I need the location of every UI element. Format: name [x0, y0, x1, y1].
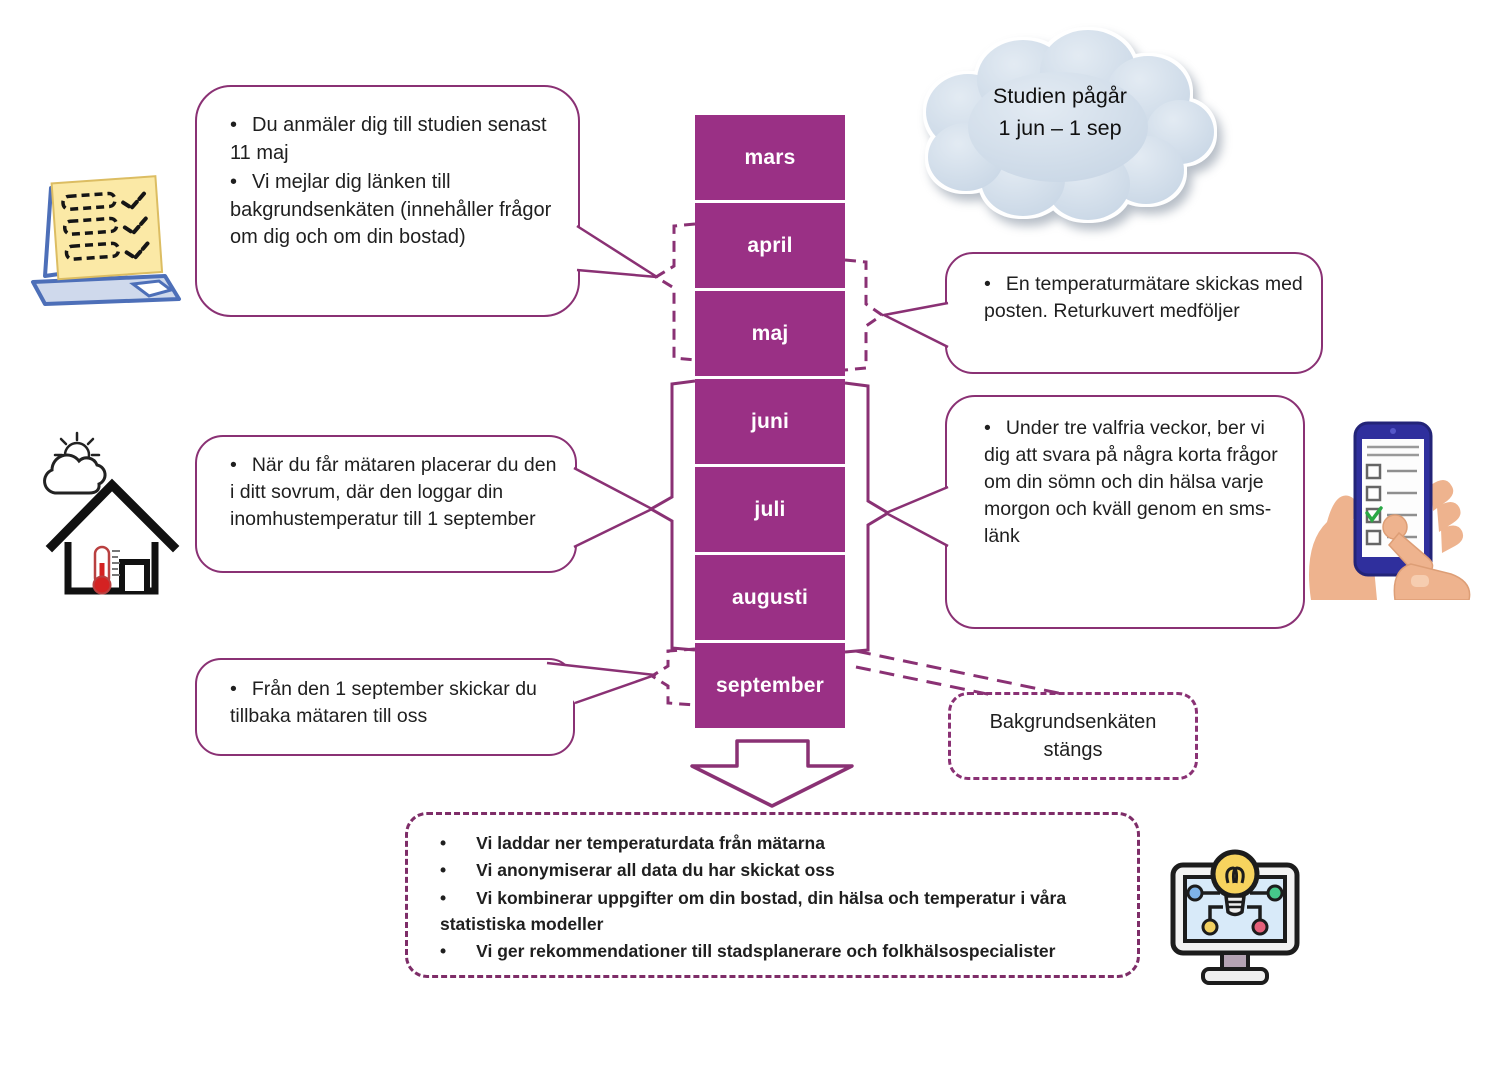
bullet-dot: •	[984, 273, 991, 295]
cloud-text: Studien pågår 1 jun – 1 sep	[898, 80, 1222, 145]
list-item: •Vi mejlar dig länken till bakgrundsenkä…	[217, 169, 564, 252]
hands-phone-checklist-icon	[1309, 421, 1471, 600]
month-box-mars: mars	[695, 115, 845, 200]
bullet-dot: •	[440, 833, 447, 853]
callout-survey-closes: Bakgrundsenkäten stängs	[948, 692, 1198, 780]
callout-sms-text: Under tre valfria veckor, ber vi dig att…	[984, 417, 1278, 547]
month-label: maj	[751, 321, 789, 345]
callout-placement-text: När du får mätaren placerar du den i dit…	[230, 454, 557, 530]
month-label: april	[747, 233, 793, 257]
list-item: •Från den 1 september skickar du tillbak…	[217, 676, 563, 730]
month-box-augusti: augusti	[695, 555, 845, 640]
month-box-juni: juni	[695, 379, 845, 464]
month-box-september: september	[695, 643, 845, 728]
list-item: •En temperaturmätare skickas med posten.…	[971, 271, 1309, 325]
bullet-dot: •	[440, 887, 447, 908]
connector-meter-tail	[882, 301, 949, 349]
callout-signup-text-1: Du anmäler dig till studien senast 11 ma…	[230, 114, 547, 164]
callout-meter-text: En temperaturmätare skickas med posten. …	[984, 273, 1303, 322]
process-item-4: Vi ger rekommendationer till stadsplaner…	[476, 941, 1056, 961]
callout-return-text: Från den 1 september skickar du tillbaka…	[230, 678, 537, 727]
list-item: •Under tre valfria veckor, ber vi dig at…	[971, 415, 1291, 550]
down-arrow	[690, 739, 854, 808]
list-item: •Vi kombinerar uppgifter om din bostad, …	[422, 885, 1119, 938]
list-item: • Vi laddar ner temperaturdata från mätar…	[422, 830, 1119, 856]
bullet-dot: •	[230, 114, 238, 136]
connector-sms-tail	[884, 485, 949, 548]
month-label: juni	[750, 409, 790, 433]
process-item-3: Vi kombinerar uppgifter om din bostad, d…	[440, 887, 1067, 934]
list-item: •Du anmäler dig till studien senast 11 m…	[217, 112, 564, 167]
month-box-maj: maj	[695, 291, 845, 376]
cloud-line-2: 1 jun – 1 sep	[998, 116, 1122, 141]
monitor-idea-icon	[1170, 849, 1300, 985]
month-box-juli: juli	[695, 467, 845, 552]
month-label: juli	[754, 497, 786, 521]
bracket-april-maj-right	[844, 258, 885, 372]
house-thermometer-icon	[43, 431, 180, 595]
month-label: augusti	[731, 585, 809, 609]
cloud-shape: Studien pågår 1 jun – 1 sep	[898, 22, 1222, 228]
callout-sms-questions: •Under tre valfria veckor, ber vi dig at…	[945, 395, 1305, 629]
bullet-dot: •	[230, 171, 238, 194]
laptop-checklist-icon	[31, 175, 181, 306]
bullet-dot: •	[440, 860, 447, 881]
bracket-april-maj-left	[653, 222, 696, 362]
process-summary-box: • Vi laddar ner temperaturdata från mätar…	[405, 812, 1140, 978]
cloud-bumps	[926, 30, 1214, 220]
bullet-dot: •	[230, 678, 237, 700]
callout-temperature-meter: •En temperaturmätare skickas med posten.…	[945, 252, 1323, 374]
list-item: • Vi ger rekommendationer till stadsplane…	[422, 938, 1119, 964]
month-box-april: april	[695, 203, 845, 288]
month-column: mars april maj juni juli augusti septemb…	[695, 115, 845, 731]
survey-close-text: Bakgrundsenkäten stängs	[989, 711, 1157, 761]
month-label: mars	[744, 145, 796, 169]
callout-meter-placement: •När du får mätaren placerar du den i di…	[195, 435, 577, 573]
cloud-line-1: Studien pågår	[993, 84, 1127, 108]
list-item: •När du får mätaren placerar du den i di…	[217, 452, 565, 533]
callout-signup-text-2: Vi mejlar dig länken till bakgrundsenkät…	[230, 171, 552, 249]
callout-signup: •Du anmäler dig till studien senast 11 m…	[195, 85, 580, 317]
bracket-juni-augusti-right	[844, 381, 891, 654]
connector-placement-tail	[573, 466, 654, 549]
month-label: september	[715, 673, 824, 697]
callout-return-meter: •Från den 1 september skickar du tillbak…	[195, 658, 575, 756]
process-item-2: Vi anonymiserar all data du har skickat …	[476, 860, 835, 881]
connector-survey-close-line-1	[855, 649, 1064, 696]
list-item: • Vi anonymiserar all data du har skickat…	[422, 857, 1119, 883]
process-item-1: Vi laddar ner temperaturdata från mätarn…	[476, 833, 825, 853]
connector-signup-tail	[576, 224, 659, 279]
bullet-dot: •	[984, 417, 991, 439]
bullet-dot: •	[440, 941, 447, 961]
bullet-dot: •	[230, 454, 237, 476]
bracket-september-left	[649, 647, 696, 707]
bracket-juni-augusti-left	[647, 379, 696, 652]
